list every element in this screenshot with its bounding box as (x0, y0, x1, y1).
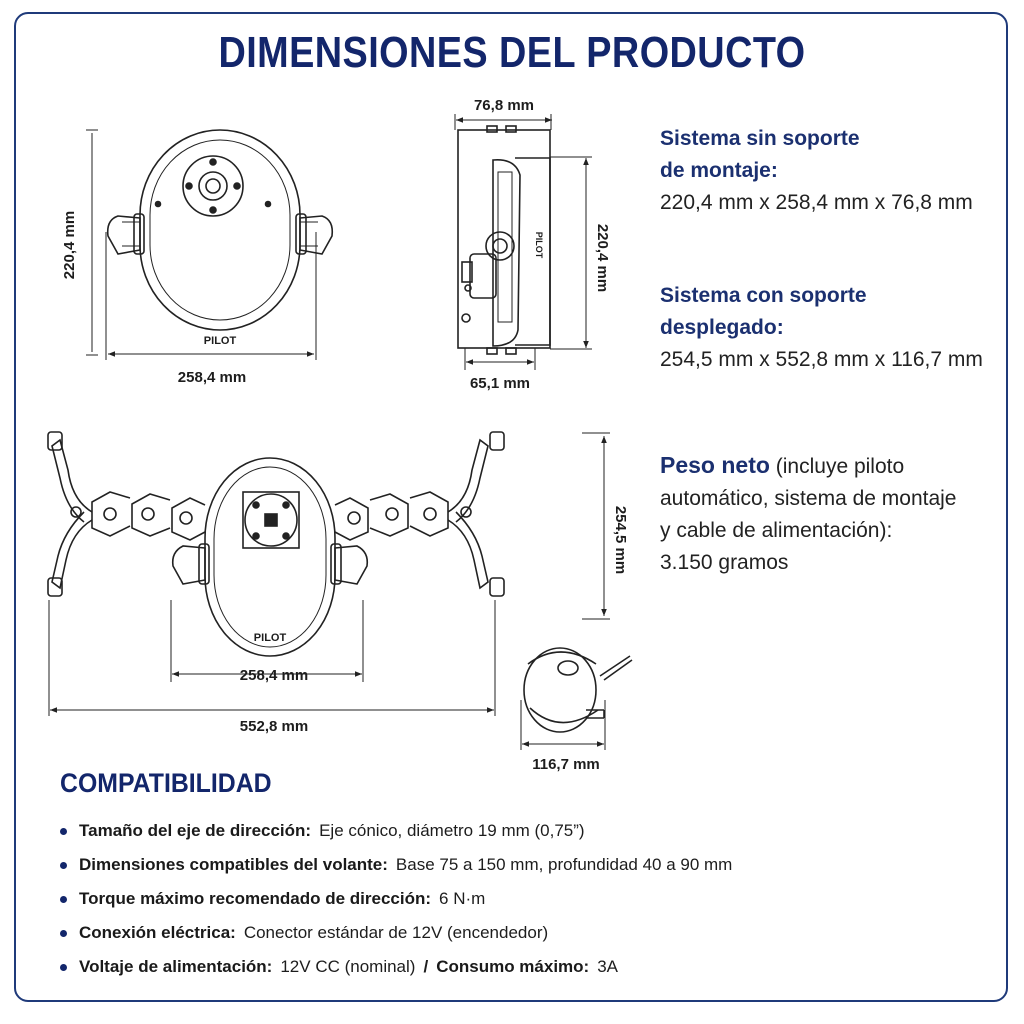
compat-item-label: Dimensiones compatibles del volante: (79, 855, 388, 874)
bullet-icon (60, 964, 67, 972)
spec-weight-line2: automático, sistema de montaje (660, 487, 957, 510)
bullet-icon (60, 862, 67, 870)
spec-no-mount-title-1: Sistema sin soporte (660, 127, 860, 150)
compat-item-value: 12V CC (nominal) (280, 957, 416, 976)
compat-item: Dimensiones compatibles del volante: Base… (60, 848, 732, 882)
compat-title: COMPATIBILIDAD (60, 768, 272, 798)
bullet-icon (60, 828, 67, 836)
side-width-label: 76,8 mm (474, 97, 534, 114)
mount-pilot-label: PILOT (254, 632, 287, 644)
compat-item-value: Conector estándar de 12V (encendedor) (243, 923, 549, 942)
spec-no-mount-title-2: de montaje: (660, 159, 778, 182)
compat-item: Voltaje de alimentación: 12V CC (nominal)… (60, 950, 732, 984)
compat-item: Conexión eléctrica: Conector estándar de … (60, 916, 732, 950)
compat-item-label: Tamaño del eje de dirección: (79, 821, 312, 840)
compat-item: Tamaño del eje de dirección: Eje cónico, … (60, 814, 732, 848)
front-view-drawing (106, 129, 334, 331)
bullet-icon (60, 896, 67, 904)
spec-no-mount: Sistema sin soporte de montaje: 220,4 mm… (660, 123, 1010, 219)
mount-total-label: 552,8 mm (240, 718, 308, 735)
compat-item-label: Torque máximo recomendado de dirección: (79, 889, 432, 908)
mount-height-label: 254,5 mm (612, 506, 629, 574)
side-base-label: 65,1 mm (470, 375, 530, 392)
spec-mount-title-1: Sistema con soporte (660, 284, 867, 307)
compat-item-value: 6 N·m (439, 889, 486, 908)
spec-mount-title-2: desplegado: (660, 316, 784, 339)
side-view-drawing (457, 125, 551, 355)
spec-weight-title: Peso neto (660, 452, 770, 478)
compat-item-label: Voltaje de alimentación: (79, 957, 273, 976)
spec-weight-line1: (incluye piloto (775, 455, 905, 478)
compat-list: Tamaño del eje de dirección: Eje cónico, … (60, 814, 732, 984)
front-height-label: 220,4 mm (61, 211, 78, 279)
side-height-label: 220,4 mm (594, 224, 611, 292)
spec-mount-value: 254,5 mm x 552,8 mm x 116,7 mm (660, 348, 983, 371)
steering-clamp-drawing (523, 647, 633, 733)
compat-item: Torque máximo recomendado de dirección: 6… (60, 882, 732, 916)
page-frame (14, 12, 1008, 1002)
spec-weight: Peso neto (incluye piloto automático, si… (660, 449, 1010, 579)
compat-item-label-2: Consumo máximo: (436, 957, 590, 976)
page-title: DIMENSIONES DEL PRODUCTO (218, 28, 806, 77)
spec-weight-line3: y cable de alimentación): (660, 519, 893, 542)
bullet-icon (60, 930, 67, 938)
compat-item-value: Base 75 a 150 mm, profundidad 40 a 90 mm (395, 855, 733, 874)
compat-item-separator: / (423, 957, 429, 976)
front-pilot-label: PILOT (204, 335, 237, 347)
spec-mount: Sistema con soporte desplegado: 254,5 mm… (660, 280, 1010, 376)
spec-no-mount-value: 220,4 mm x 258,4 mm x 76,8 mm (660, 191, 973, 214)
clamp-width-label: 116,7 mm (532, 756, 600, 773)
side-pilot-label: PILOT (534, 232, 544, 259)
compat-item-label: Conexión eléctrica: (79, 923, 236, 942)
mounted-system-drawing (47, 431, 505, 657)
mount-inner-label: 258,4 mm (240, 667, 308, 684)
compat-item-value-2: 3A (597, 957, 619, 976)
front-width-label: 258,4 mm (178, 369, 246, 386)
compat-item-value: Eje cónico, diámetro 19 mm (0,75”) (319, 821, 585, 840)
spec-weight-value: 3.150 gramos (660, 551, 789, 574)
